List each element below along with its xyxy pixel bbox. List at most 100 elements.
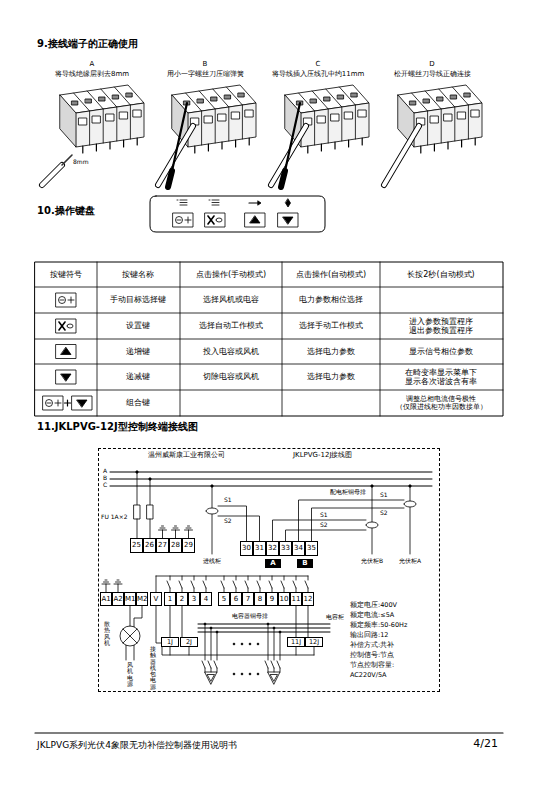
screwdriver — [285, 103, 300, 171]
table-grid — [35, 262, 503, 416]
terminal-number: 25 — [130, 538, 143, 553]
contactor-contact — [214, 661, 217, 668]
wiring-label: 风机电源 — [127, 662, 133, 687]
contactor-contact — [265, 661, 268, 668]
pin — [434, 144, 435, 151]
wire — [274, 628, 275, 660]
table-grid — [35, 339, 503, 340]
ellipsis-dot — [249, 643, 251, 645]
step-letter: D — [429, 61, 434, 68]
current-transformer — [206, 508, 218, 514]
diagram-frame: 温州威斯康工业有限公司JKLPVG-12J接线图2526272829303132… — [98, 448, 440, 692]
key-glyph — [46, 400, 53, 407]
ellipsis-dot — [241, 643, 243, 645]
wire-hole — [430, 116, 438, 123]
bus-line — [198, 628, 330, 629]
wire-hole — [79, 118, 87, 125]
spec-line: AC220V/5A — [350, 672, 387, 679]
terminal-number: 11 — [290, 592, 302, 606]
table-cell: 选择风机或电容 — [203, 295, 259, 304]
coil-label: 12J — [306, 638, 322, 646]
wire — [217, 632, 218, 660]
key-glyph — [283, 217, 293, 224]
table-cell: 选择自动工作模式 — [199, 321, 263, 330]
key-mark — [180, 200, 187, 201]
terminal-number: 28 — [169, 538, 182, 553]
pin — [321, 144, 322, 151]
spring-slot — [85, 99, 91, 103]
key-glyph — [59, 322, 65, 330]
wiring-label: 散热风机 — [104, 621, 110, 646]
table-cell: 递减键 — [126, 372, 150, 381]
spring-slot — [113, 95, 119, 99]
relay-contact — [293, 581, 296, 588]
ground-symbol — [172, 530, 180, 531]
bus-phase: C — [103, 482, 107, 488]
fan-symbol — [123, 629, 137, 643]
key-mark — [180, 202, 187, 203]
wire-hole — [458, 112, 466, 119]
terminal-number: 6 — [230, 592, 242, 606]
spring-slot — [437, 97, 443, 101]
key-glyph — [61, 348, 71, 355]
terminal-number: M1 — [124, 592, 136, 606]
pin — [475, 138, 476, 145]
relay-contact — [170, 576, 171, 580]
wire — [280, 632, 281, 660]
key-button — [56, 345, 76, 359]
fan-symbol — [123, 629, 137, 643]
control-wire — [296, 606, 297, 637]
keypad-panel — [150, 196, 325, 232]
wiring-label: FU 1A×2 — [101, 514, 128, 520]
junction-dot — [409, 485, 411, 487]
step-letter: C — [316, 61, 321, 68]
terminal-number: 30 — [240, 541, 253, 556]
terminal-number: 33 — [279, 541, 292, 556]
table-cell: 组合键 — [126, 398, 150, 407]
contactor-coil: 12J — [305, 637, 323, 647]
pin — [447, 142, 448, 149]
bus-line — [110, 472, 432, 473]
relay-contact — [191, 581, 194, 588]
ground-symbol — [175, 530, 176, 538]
wire — [268, 668, 269, 672]
wire — [218, 506, 247, 541]
wiring-label: 电容柜 — [326, 614, 344, 620]
table-cell: 点击操作(手动模式) — [196, 270, 266, 279]
wire — [189, 647, 190, 655]
section-heading: 11.JKLPVG-12J型控制终端接线图 — [37, 421, 198, 433]
wire — [268, 624, 269, 660]
terminal-block-figure — [384, 85, 482, 185]
terminal-number: 34 — [292, 541, 305, 556]
terminal-block-figure — [158, 85, 256, 187]
wire — [410, 486, 411, 554]
junction-dot — [371, 485, 373, 487]
wire — [274, 668, 275, 672]
spring-slot — [451, 95, 457, 99]
spring-slot — [126, 93, 132, 97]
spring-slot — [464, 93, 470, 97]
ellipsis-dot — [249, 673, 251, 675]
terminal-block — [188, 103, 256, 147]
table-cell: 选择电力参数 — [307, 347, 355, 356]
wire-hole — [345, 112, 353, 119]
table-cell: 按键符号 — [50, 270, 82, 279]
table-cell: 选择手动工作模式 — [299, 321, 363, 330]
key-glyph — [58, 400, 59, 406]
spec-line: 节点控制容量: — [350, 662, 394, 669]
terminal-number: 29 — [182, 538, 195, 553]
pin — [137, 138, 138, 145]
ground-symbol — [159, 530, 167, 531]
bus-phase: A — [103, 468, 107, 474]
ground-symbol — [114, 584, 122, 585]
key-glyph — [67, 324, 73, 328]
pin — [123, 140, 124, 147]
frame-title: JKLPVG-12J接线图 — [293, 452, 353, 459]
terminal-number: 1 — [164, 592, 176, 606]
pin — [420, 146, 421, 153]
wire — [205, 624, 206, 660]
ellipsis-dot — [233, 673, 235, 675]
spec-line: 控制信号:节点 — [350, 652, 394, 659]
ground-symbol — [162, 526, 164, 527]
wire — [211, 668, 212, 672]
